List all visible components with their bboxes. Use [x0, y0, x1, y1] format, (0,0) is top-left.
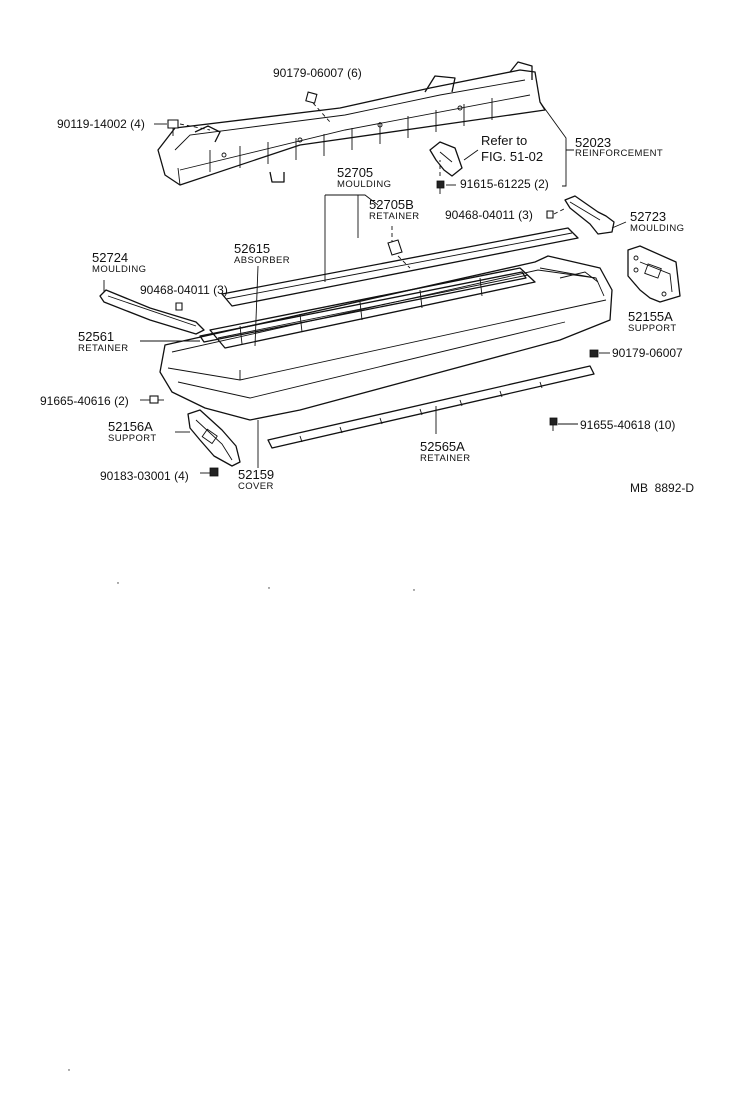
moulding-52724-part [99, 280, 205, 335]
label-90179-06007: 90179-06007 [612, 346, 683, 360]
bolt-91615-61225-part [436, 160, 456, 194]
reinforcement-52023-part [157, 61, 546, 186]
retainer-52705b-part [387, 226, 411, 269]
label-moulding-52724: MOULDING [92, 264, 147, 275]
label-90468-04011-right: 90468-04011 (3) [445, 208, 533, 222]
label-91615-61225: 91615-61225 (2) [460, 177, 549, 191]
label-moulding-52705: MOULDING [337, 179, 392, 190]
clip-90468-04011-left-part [175, 302, 183, 311]
label-90183-03001: 90183-03001 (4) [100, 469, 189, 483]
label-retainer-52561: RETAINER [78, 343, 129, 354]
bolt-91665-40616-part [140, 395, 164, 404]
bolt-90119-14002-part [154, 119, 211, 136]
label-52561: 52561 [78, 329, 115, 344]
bolt-91655-40618-part [549, 417, 578, 431]
nut-90179-06007-part [589, 349, 610, 358]
leader-52705 [324, 194, 379, 282]
nut-90183-03001-part [200, 467, 219, 477]
speck-mark [117, 582, 119, 584]
label-90119-14002: 90119-14002 (4) [57, 117, 145, 131]
support-52156a-part [175, 409, 241, 467]
label-absorber: ABSORBER [234, 255, 290, 266]
label-91655-40618: 91655-40618 (10) [580, 418, 676, 432]
support-52155a-part [627, 245, 681, 303]
label-52724: 52724 [92, 250, 129, 265]
label-refer-to: Refer to [481, 133, 528, 148]
label-52155a: 52155A [628, 309, 673, 324]
label-support-52155a: SUPPORT [628, 323, 677, 334]
moulding-52723-part [564, 195, 627, 235]
label-cover: COVER [238, 481, 274, 492]
moulding-52705-part [221, 227, 579, 307]
label-moulding-52723: MOULDING [630, 223, 685, 234]
retainer-52565a-part [267, 365, 595, 449]
leader-52023 [539, 101, 574, 187]
label-52615: 52615 [234, 241, 271, 256]
speck-mark [268, 587, 270, 589]
label-52723: 52723 [630, 209, 667, 224]
label-retainer-52565a: RETAINER [420, 453, 471, 464]
retainer-52561-part [140, 271, 527, 343]
label-52159: 52159 [238, 467, 275, 482]
clip-90468-04011-right-part [546, 207, 567, 219]
label-reinforcement: REINFORCEMENT [575, 148, 664, 159]
label-52565a: 52565A [420, 439, 465, 454]
label-90468-04011-left: 90468-04011 (3) [140, 283, 228, 297]
speck-mark [413, 589, 415, 591]
bracket-fig-51-02-part [429, 141, 479, 177]
label-52023: 52023 [575, 135, 612, 150]
cover-52159-part [159, 255, 613, 468]
speck-mark [68, 1069, 70, 1071]
label-52705b: 52705B [369, 197, 414, 212]
nut-90179-06007-6-part [305, 91, 331, 123]
label-drawing-code: MB 8892-D [630, 481, 695, 495]
label-52156a: 52156A [108, 419, 153, 434]
label-retainer-52705b: RETAINER [369, 211, 420, 222]
label-52705: 52705 [337, 165, 374, 180]
label-91665-40616: 91665-40616 (2) [40, 394, 129, 408]
label-90179-06007-6: 90179-06007 (6) [273, 66, 362, 80]
label-fig-ref: FIG. 51-02 [481, 149, 544, 164]
label-support-52156a: SUPPORT [108, 433, 157, 444]
